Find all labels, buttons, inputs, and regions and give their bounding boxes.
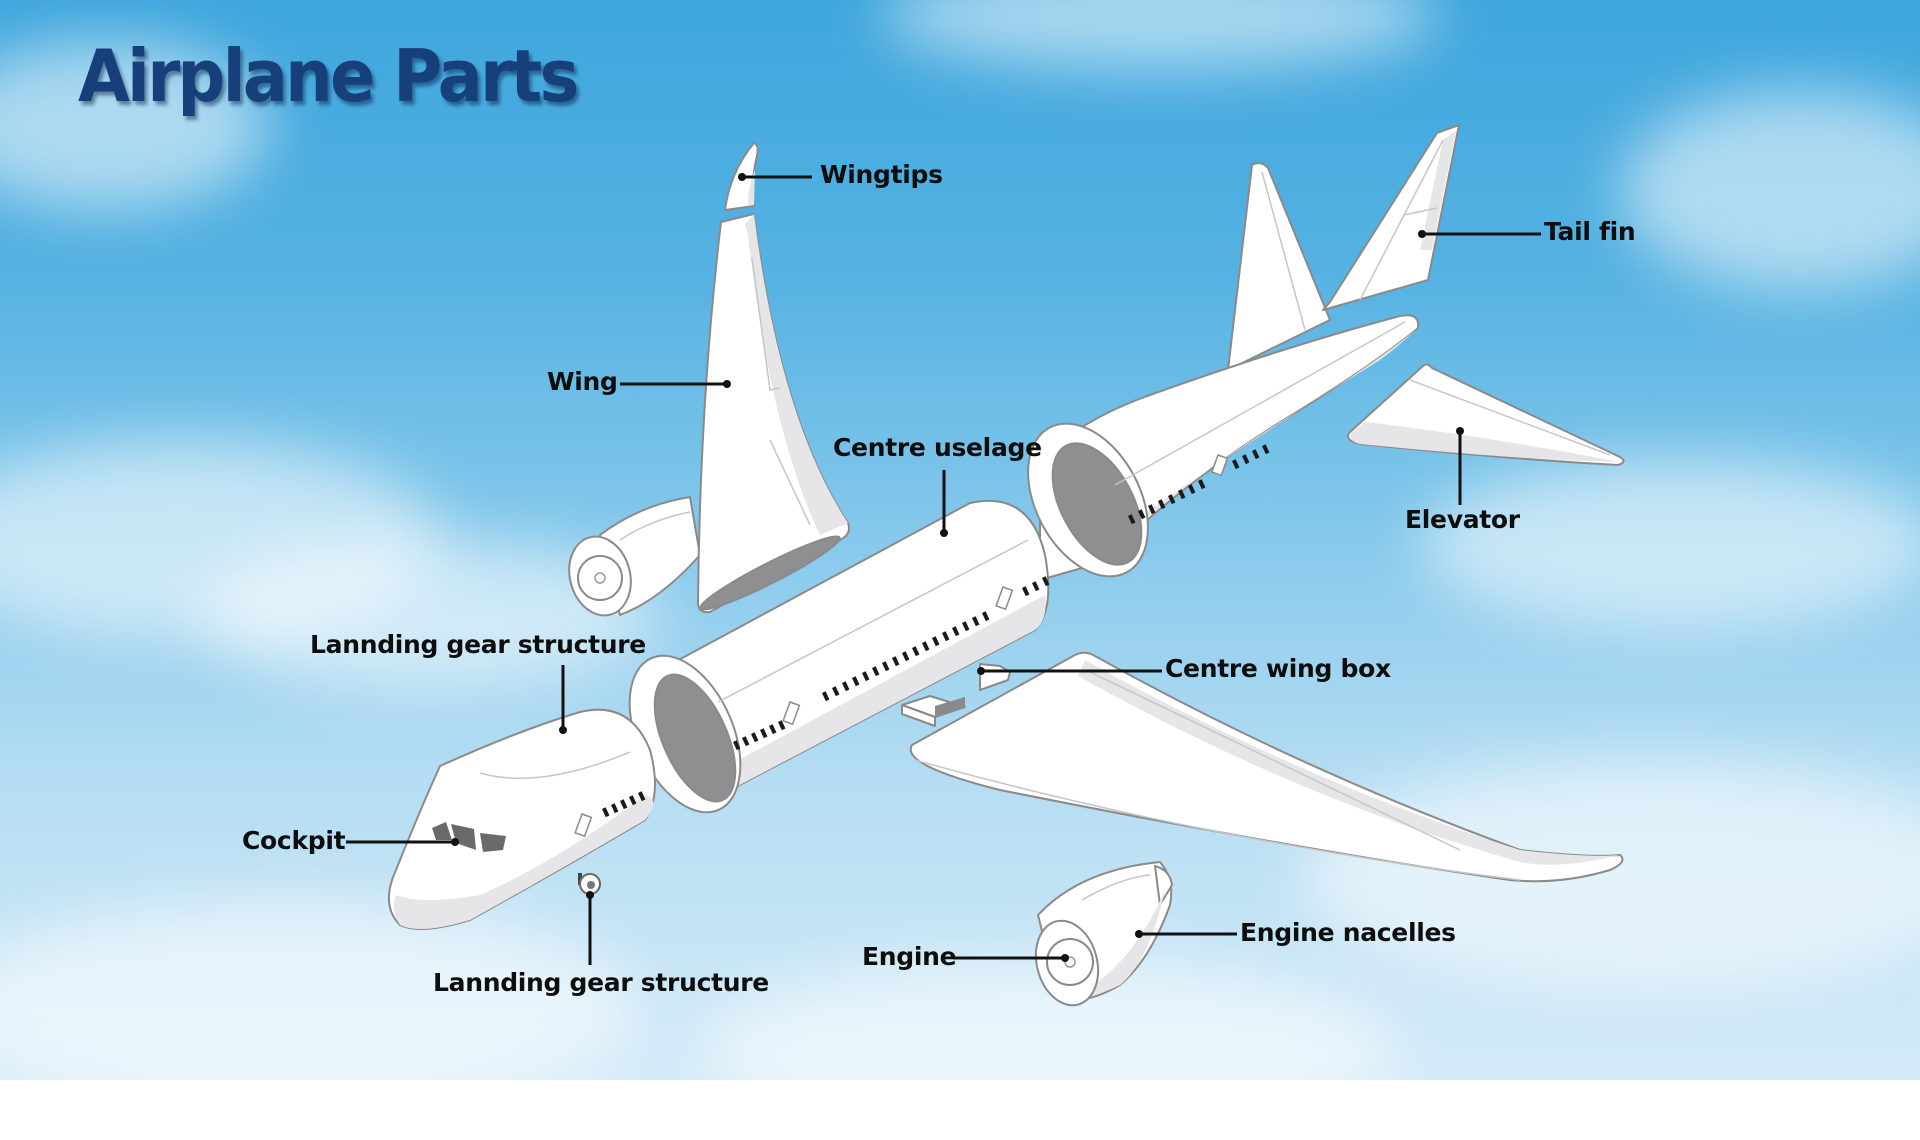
label-engine-nacelles: Engine nacelles (1240, 918, 1456, 947)
leader-dot (559, 726, 567, 734)
label-landing-gear-lower: Lannding gear structure (433, 968, 769, 997)
cloud (1420, 460, 1920, 630)
rear-fuselage (1027, 314, 1420, 581)
leader-dot (723, 380, 731, 388)
landing-gear-wheel (578, 873, 601, 895)
leader-dot (586, 891, 594, 899)
label-wingtips: Wingtips (820, 160, 943, 189)
window-row (733, 576, 1050, 751)
cockpit-section (388, 708, 656, 930)
label-centre-wing-box: Centre wing box (1165, 654, 1391, 683)
leader-dot (1135, 930, 1143, 938)
page-title: Airplane Parts (78, 34, 579, 118)
window-row (602, 791, 646, 818)
leader-dot (451, 838, 459, 846)
leader-dot (1061, 954, 1069, 962)
elevator (1347, 363, 1625, 466)
label-tail-fin: Tail fin (1544, 217, 1636, 246)
right-wing (909, 651, 1624, 883)
leader-dot (1418, 230, 1426, 238)
tail-fin (1322, 124, 1460, 311)
label-wing: Wing (547, 367, 618, 396)
cloud (1620, 90, 1920, 290)
wing (696, 213, 850, 614)
label-elevator: Elevator (1405, 505, 1520, 534)
label-engine: Engine (862, 942, 957, 971)
centre-fuselage (628, 499, 1050, 814)
leader-lines (346, 173, 1541, 965)
window-row (1128, 444, 1270, 525)
leader-dot (977, 667, 985, 675)
leader-dot (1456, 427, 1464, 435)
airplane-diagram (346, 124, 1625, 1007)
tail-fin-rear (1227, 162, 1331, 371)
cloud (1300, 760, 1920, 990)
label-centre-fuselage: Centre uselage (833, 433, 1042, 462)
label-cockpit: Cockpit (242, 826, 346, 855)
label-landing-gear-upper: Lannding gear structure (310, 630, 646, 659)
leader-dot (940, 529, 948, 537)
cloud (0, 40, 270, 210)
left-engine (568, 496, 701, 617)
engine (1034, 861, 1173, 1007)
leader-dot (738, 173, 746, 181)
